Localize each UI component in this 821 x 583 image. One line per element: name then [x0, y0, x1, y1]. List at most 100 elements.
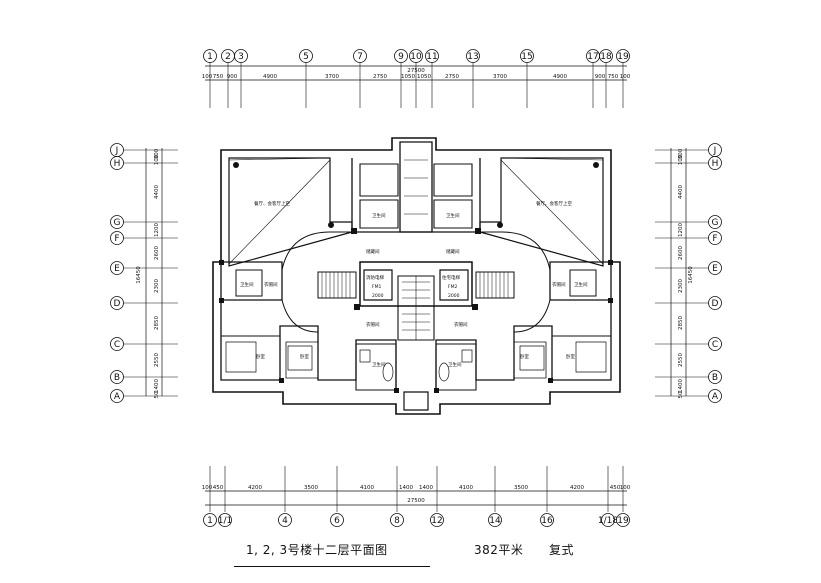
axis-bubble-right: A	[708, 389, 722, 403]
dimension-label: 450	[610, 485, 621, 491]
room-bath-center-left: 卫生间	[372, 361, 386, 368]
axis-bubble-top-label: 18	[600, 52, 612, 62]
dimension-label: 2600	[154, 246, 160, 260]
axis-bubble-bottom-label: 1/1	[218, 516, 232, 526]
axis-bubble-left-label: G	[114, 218, 121, 228]
dimension-label: 300	[154, 148, 160, 159]
dimension-label: 100	[202, 485, 213, 491]
axis-bubble-top: 15	[520, 49, 534, 63]
dimension-label: 4400	[678, 185, 684, 199]
axis-bubble-left-label: E	[114, 264, 120, 274]
axis-bubble-bottom-label: 1/18	[598, 516, 618, 526]
room-shaft-left: 消防电梯	[366, 274, 384, 281]
left-total-dimension: 16450	[136, 266, 142, 284]
axis-bubble-right-label: H	[712, 159, 719, 169]
axis-bubble-bottom-label: 8	[394, 516, 400, 526]
axis-bubble-top-label: 13	[467, 52, 478, 62]
dimension-label: 1050	[401, 74, 415, 80]
axis-bubble-bottom: 1/18	[598, 513, 618, 527]
dimension-label: 900	[227, 74, 238, 80]
axis-bubble-top: 11	[425, 49, 439, 63]
axis-bubble-top: 13	[466, 49, 480, 63]
dimension-label: 3500	[304, 485, 318, 491]
axis-bubble-bottom: 19	[616, 513, 630, 527]
axis-bubble-bottom: 14	[488, 513, 502, 527]
bottom-total-dimension: 27500	[407, 498, 425, 504]
dimension-label: 100	[154, 154, 160, 165]
side-dimension-chains	[145, 148, 687, 396]
drawing-title: 1, 2, 3号楼十二层平面图	[246, 543, 388, 557]
dimension-label: 2550	[678, 353, 684, 367]
dimension-label: 4200	[570, 485, 584, 491]
dimension-label: 3700	[493, 74, 507, 80]
room-bath-center-right: 卫生间	[448, 361, 462, 368]
room-shaft-right: 住宅电梯	[442, 274, 460, 281]
room-closet-left: 衣帽间	[366, 321, 380, 328]
dimension-label: 50	[678, 391, 684, 398]
axis-bubble-top: 17	[586, 49, 600, 63]
dimension-label: 2300	[678, 279, 684, 293]
axis-bubble-top-label: 15	[521, 52, 532, 62]
axis-bubble-top-label: 17	[587, 52, 598, 62]
axis-bubble-left: F	[110, 231, 124, 245]
room-wc-left-top: 卫生间	[372, 212, 386, 219]
axis-bubble-right-label: C	[712, 340, 718, 350]
dimension-label: 100	[620, 74, 631, 80]
axis-bubble-top: 9	[394, 49, 408, 63]
room-laundry-left: 衣帽间	[264, 281, 278, 288]
axis-bubble-right-label: F	[712, 234, 717, 244]
axis-bubble-bottom-label: 16	[541, 516, 553, 526]
axis-bubble-right-label: D	[712, 299, 719, 309]
axis-bubble-bottom-label: 12	[431, 516, 442, 526]
axis-bubble-bottom: 4	[278, 513, 292, 527]
top-dimension-chain	[205, 65, 627, 81]
dimension-label: 2300	[154, 279, 160, 293]
top-total-dimension: 27500	[407, 68, 425, 74]
dimension-label: 1400	[399, 485, 413, 491]
dimension-label: 4400	[154, 185, 160, 199]
dimension-label: 3500	[514, 485, 528, 491]
room-laundry-right: 衣帽间	[552, 281, 566, 288]
axis-bubble-bottom: 8	[390, 513, 404, 527]
axis-bubble-right-label: A	[712, 392, 719, 402]
room-hall-right: 储藏间	[446, 248, 460, 255]
axis-bubble-top: 1	[203, 49, 217, 63]
building-walls	[212, 137, 621, 415]
dimension-label: 100	[678, 154, 684, 165]
axis-bubble-bottom-label: 6	[334, 516, 340, 526]
axis-bubble-right: G	[708, 215, 722, 229]
core-code-left: FM1	[372, 284, 381, 290]
dimension-label: 1200	[154, 223, 160, 237]
dimension-label: 4100	[360, 485, 374, 491]
room-bed-left: 卧室	[256, 353, 265, 360]
dimension-label: 2550	[154, 353, 160, 367]
dimension-label: 900	[595, 74, 606, 80]
axis-bubble-left-label: C	[114, 340, 120, 350]
axis-bubble-right: J	[708, 143, 722, 157]
axis-bubble-top-label: 7	[357, 52, 363, 62]
axis-bubble-right: F	[708, 231, 722, 245]
room-living-left: 餐厅、会客厅上空	[254, 200, 290, 207]
axis-bubble-left: G	[110, 215, 124, 229]
axis-bubble-left-label: F	[114, 234, 119, 244]
axis-bubble-bottom: 1/1	[218, 513, 232, 527]
axis-bubble-right: D	[708, 296, 722, 310]
axis-bubble-left-label: H	[114, 159, 121, 169]
axis-bubble-top-label: 9	[398, 52, 404, 62]
room-bed-right2: 卧室	[566, 353, 575, 360]
bottom-dimension-chain	[205, 490, 627, 506]
dimension-label: 2750	[445, 74, 459, 80]
axis-bubble-right: B	[708, 370, 722, 384]
axis-bubble-bottom: 16	[540, 513, 554, 527]
axis-bubble-bottom: 6	[330, 513, 344, 527]
axis-bubble-top-label: 5	[303, 52, 309, 62]
axis-bubble-top-label: 1	[207, 52, 213, 62]
axis-bubble-left: A	[110, 389, 124, 403]
room-bath-right: 卫生间	[574, 281, 588, 288]
room-closet-right: 衣帽间	[454, 321, 468, 328]
